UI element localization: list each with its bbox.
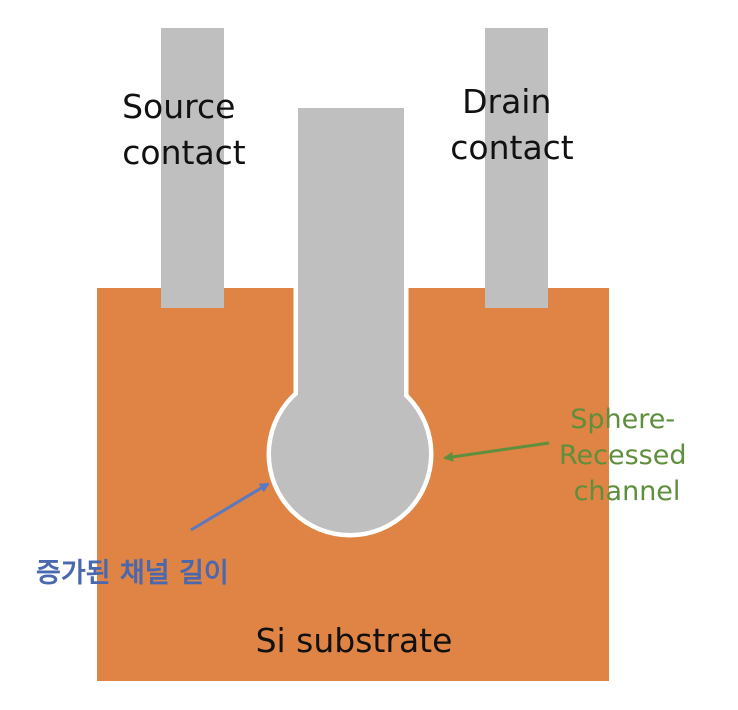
channel-label-line3: channel — [574, 476, 681, 507]
svg-text:Sphere- Recessed chann: Sphere- Recessed channel — [559, 404, 695, 507]
sphere-channel — [271, 375, 429, 533]
drain-label-line2: contact — [450, 128, 574, 167]
drain-contact-pillar — [485, 28, 548, 308]
gate-stem — [298, 108, 404, 428]
increased-length-label: 증가된 채널 길이 — [36, 558, 229, 589]
svg-text:Drain contact: Drain contact — [450, 82, 574, 167]
recessed-gate — [266, 103, 434, 538]
channel-length-arrow — [190, 482, 270, 532]
channel-label-line1: Sphere- — [570, 404, 675, 435]
channel-label-line2: Recessed — [559, 440, 687, 471]
source-contact-pillar — [161, 28, 224, 308]
channel-arrow — [443, 441, 550, 462]
source-label-line2: contact — [122, 133, 246, 172]
substrate-label: Si substrate — [256, 621, 453, 660]
svg-text:Source contact: Source contact — [122, 87, 246, 172]
source-label-line1: Source — [122, 87, 235, 126]
drain-label-line1: Drain — [462, 82, 551, 121]
